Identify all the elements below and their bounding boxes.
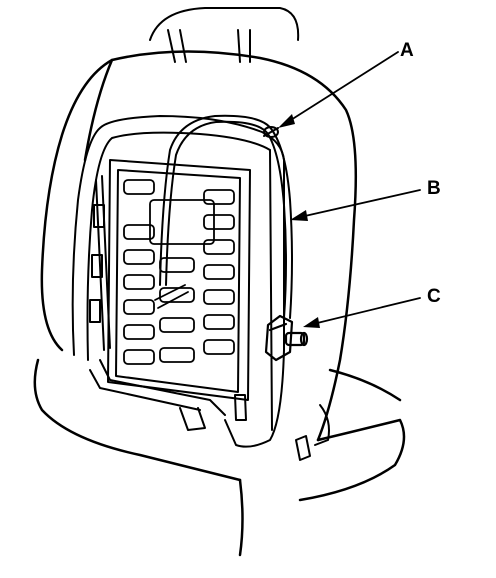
arrowhead-c xyxy=(303,317,320,328)
arrowhead-a xyxy=(278,114,295,128)
seat-back-outline xyxy=(33,50,406,557)
callout-c: C xyxy=(427,286,441,307)
arrowhead-b xyxy=(290,210,308,221)
headrest xyxy=(149,7,300,63)
cable-clip xyxy=(263,126,279,138)
callout-leader-lines xyxy=(282,51,421,326)
release-lever xyxy=(264,314,309,362)
release-cable xyxy=(159,114,293,319)
back-panel-opening xyxy=(71,115,285,448)
lumbar-slats xyxy=(123,179,235,365)
seat-frame xyxy=(89,159,330,461)
callout-b: B xyxy=(427,178,441,199)
callout-a: A xyxy=(400,40,414,61)
